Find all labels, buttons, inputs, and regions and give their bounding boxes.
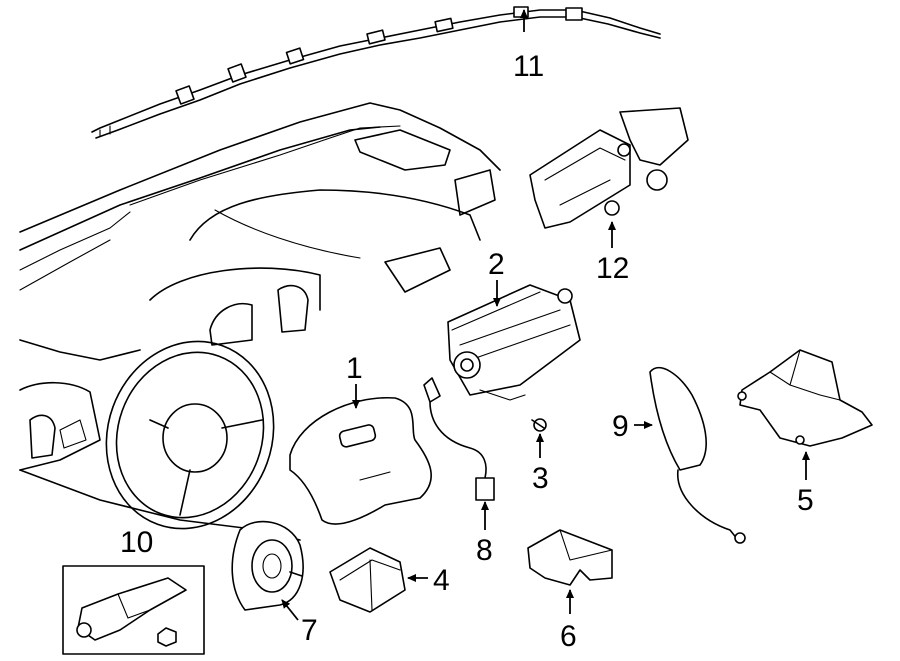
callout-8: 8 xyxy=(476,534,493,567)
curtain-airbag-part xyxy=(91,6,661,139)
dashboard-illustration xyxy=(19,102,501,541)
screw-part xyxy=(531,418,547,432)
callout-3: 3 xyxy=(532,462,549,495)
passenger-airbag-bracket-part xyxy=(529,107,689,229)
callout-5: 5 xyxy=(797,484,814,517)
arrow-7 xyxy=(281,599,299,621)
part-10-inset-box xyxy=(62,565,205,655)
clockspring-part xyxy=(231,520,304,611)
driver-airbag-part xyxy=(289,397,432,525)
callout-10: 10 xyxy=(120,526,153,559)
callout-11: 11 xyxy=(513,50,544,83)
wiring-harness-part xyxy=(423,377,495,501)
callout-12: 12 xyxy=(596,252,629,285)
callout-6: 6 xyxy=(560,620,577,653)
passenger-airbag-module-part xyxy=(447,284,581,401)
callout-1: 1 xyxy=(346,352,363,385)
callout-9: 9 xyxy=(612,410,629,443)
impact-sensor-part xyxy=(527,529,613,586)
side-airbag-part xyxy=(649,366,746,544)
callout-4: 4 xyxy=(433,564,450,597)
sensor-bracket-part xyxy=(737,349,873,447)
control-module-part xyxy=(329,547,406,613)
callout-7: 7 xyxy=(301,614,318,647)
callout-arrows xyxy=(281,9,810,621)
callout-2: 2 xyxy=(488,248,505,281)
